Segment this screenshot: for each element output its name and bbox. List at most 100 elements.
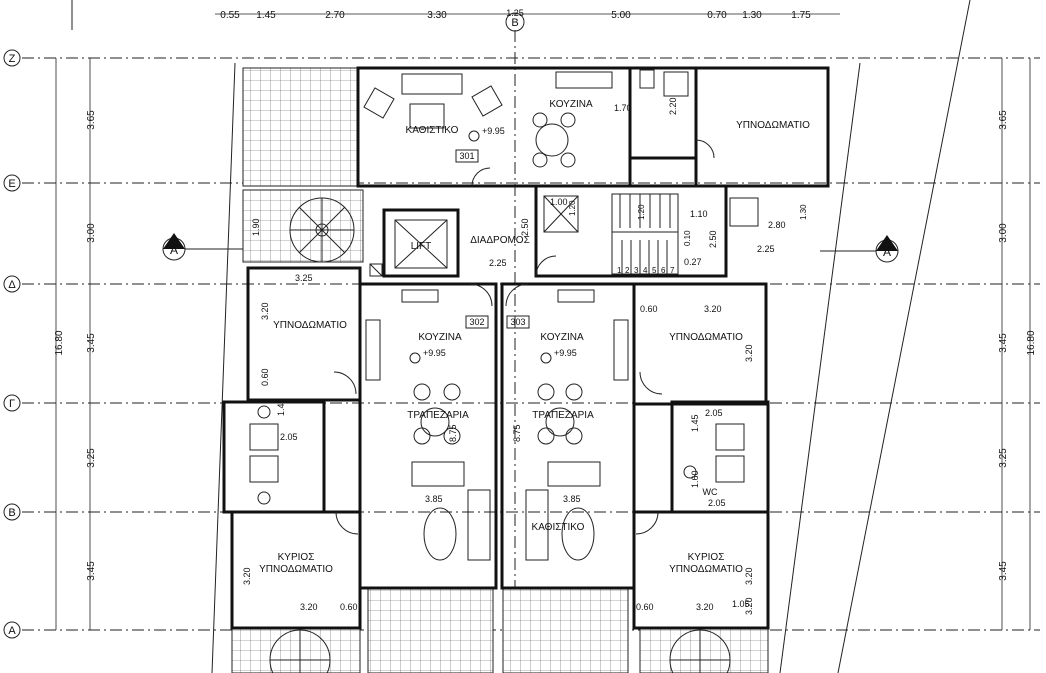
room-kitchen-301: ΚΟΥΖΙΝΑ <box>549 99 593 110</box>
svg-text:0.55: 0.55 <box>220 10 240 21</box>
svg-text:5: 5 <box>652 266 657 275</box>
svg-text:2.05: 2.05 <box>705 408 723 418</box>
svg-text:1.30: 1.30 <box>799 204 808 220</box>
svg-text:1.90: 1.90 <box>251 218 261 236</box>
room-kitchen-302: ΚΟΥΖΙΝΑ <box>418 332 462 343</box>
svg-text:0.60: 0.60 <box>260 368 270 386</box>
svg-text:6: 6 <box>661 266 666 275</box>
walls <box>222 66 830 630</box>
svg-text:2.20: 2.20 <box>668 97 678 115</box>
room-wc: WC <box>703 487 718 497</box>
room-dining-302: ΤΡΑΠΕΖΑΡΙΑ <box>407 410 469 421</box>
room-bedroom-301: ΥΠΝΟΔΩΜΑΤΙΟ <box>736 120 810 131</box>
spiral-stairs <box>269 197 731 673</box>
level-301: +9.95 <box>482 126 505 136</box>
svg-text:1: 1 <box>617 266 622 275</box>
north-marker: B <box>505 12 525 32</box>
svg-text:1.25: 1.25 <box>506 8 524 18</box>
interior-dimensions: 1.70 2.20 1.00 1.20 1.20 1.10 2.50 2.50 … <box>242 97 808 615</box>
svg-text:2.80: 2.80 <box>768 220 786 230</box>
svg-text:7: 7 <box>670 266 675 275</box>
svg-text:1.00: 1.00 <box>550 197 568 207</box>
room-bedroom-left: ΥΠΝΟΔΩΜΑΤΙΟ <box>273 320 347 331</box>
svg-text:3: 3 <box>634 266 639 275</box>
svg-text:1.45: 1.45 <box>690 414 700 432</box>
apartment-302: 302 <box>469 317 484 327</box>
svg-text:0.60: 0.60 <box>636 602 654 612</box>
svg-text:3.85: 3.85 <box>425 494 443 504</box>
apartment-303: 303 <box>510 317 525 327</box>
svg-text:1.05: 1.05 <box>732 599 750 609</box>
staircase: 1 2 3 4 5 6 7 <box>543 193 679 275</box>
svg-text:0.60: 0.60 <box>640 304 658 314</box>
room-kitchen-303: ΚΟΥΖΙΝΑ <box>540 332 584 343</box>
svg-text:2.05: 2.05 <box>708 498 726 508</box>
axis-label-b: B <box>8 507 15 519</box>
svg-text:0.10: 0.10 <box>683 230 692 246</box>
section-label-right: A <box>883 245 891 259</box>
svg-text:3.25: 3.25 <box>86 448 97 468</box>
doors <box>333 139 715 535</box>
level-markers: +9.95 +9.95 +9.95 <box>409 126 577 364</box>
svg-text:3.20: 3.20 <box>744 597 754 615</box>
axis-label-z: Z <box>9 53 16 65</box>
left-dimensions: 3.65 3.00 3.45 3.25 3.45 16.80 <box>54 58 97 630</box>
svg-text:1.30: 1.30 <box>742 10 762 21</box>
room-lift: LIFT <box>411 241 432 252</box>
svg-text:5.00: 5.00 <box>611 10 631 21</box>
svg-text:2.05: 2.05 <box>280 432 298 442</box>
svg-text:3.45: 3.45 <box>998 561 1009 581</box>
svg-text:3.45: 3.45 <box>86 333 97 353</box>
top-dimensions: 0.55 1.45 2.70 3.30 1.25 5.00 0.70 1.30 … <box>215 8 840 21</box>
svg-text:3.00: 3.00 <box>86 223 97 243</box>
svg-text:3.20: 3.20 <box>242 567 252 585</box>
right-dimensions: 3.65 3.00 3.45 3.25 3.45 16.80 <box>998 58 1037 630</box>
svg-text:3.25: 3.25 <box>998 448 1009 468</box>
axis-label-a: A <box>8 625 16 637</box>
svg-text:1.60: 1.60 <box>690 470 700 488</box>
svg-text:3.30: 3.30 <box>427 10 447 21</box>
svg-text:3.65: 3.65 <box>998 110 1009 130</box>
svg-text:3.20: 3.20 <box>696 602 714 612</box>
room-master-left-2: ΥΠΝΟΔΩΜΑΤΙΟ <box>259 564 333 575</box>
svg-text:3.00: 3.00 <box>998 223 1009 243</box>
svg-text:3.85: 3.85 <box>563 494 581 504</box>
lift-shaft <box>369 219 448 277</box>
svg-text:1.20: 1.20 <box>568 200 577 216</box>
furniture <box>363 71 629 561</box>
svg-text:2.25: 2.25 <box>757 244 775 254</box>
svg-text:0.70: 0.70 <box>707 10 727 21</box>
svg-text:8.75: 8.75 <box>448 424 458 442</box>
svg-text:1.10: 1.10 <box>690 209 708 219</box>
property-boundary <box>71 0 971 673</box>
svg-text:2.70: 2.70 <box>325 10 345 21</box>
svg-text:1.45: 1.45 <box>256 10 276 21</box>
room-labels: ΚΑΘΙΣΤΙΚΟ ΚΟΥΖΙΝΑ ΥΠΝΟΔΩΜΑΤΙΟ ΔΙΑΔΡΟΜΟΣ … <box>259 99 810 575</box>
grid-lines <box>22 30 1040 673</box>
apartment-tags: 301 302 303 <box>455 149 530 329</box>
svg-text:8.75: 8.75 <box>512 424 522 442</box>
svg-text:1.45: 1.45 <box>276 398 286 416</box>
level-302: +9.95 <box>423 348 446 358</box>
room-corridor: ΔΙΑΔΡΟΜΟΣ <box>470 235 530 246</box>
svg-text:1.70: 1.70 <box>614 103 632 113</box>
level-303: +9.95 <box>554 348 577 358</box>
svg-text:3.25: 3.25 <box>295 273 313 283</box>
axis-label-e: E <box>8 178 15 190</box>
room-dining-303: ΤΡΑΠΕΖΑΡΙΑ <box>532 410 594 421</box>
axis-label-gamma: Γ <box>9 398 15 410</box>
bathroom-fixtures <box>249 69 759 505</box>
svg-text:4: 4 <box>643 266 648 275</box>
section-label-left: A <box>170 243 178 257</box>
svg-text:16.80: 16.80 <box>1026 330 1037 355</box>
svg-text:2: 2 <box>625 266 630 275</box>
svg-text:1.75: 1.75 <box>791 10 811 21</box>
room-living-303: ΚΑΘΙΣΤΙΚΟ <box>532 522 585 533</box>
room-bedroom-right: ΥΠΝΟΔΩΜΑΤΙΟ <box>669 332 743 343</box>
svg-text:3.20: 3.20 <box>300 602 318 612</box>
svg-text:16.80: 16.80 <box>54 330 65 355</box>
grid-axis-markers: Z E Δ Γ B A <box>3 49 21 639</box>
svg-text:3.20: 3.20 <box>744 567 754 585</box>
room-master-left-1: ΚΥΡΙΟΣ <box>278 552 315 563</box>
